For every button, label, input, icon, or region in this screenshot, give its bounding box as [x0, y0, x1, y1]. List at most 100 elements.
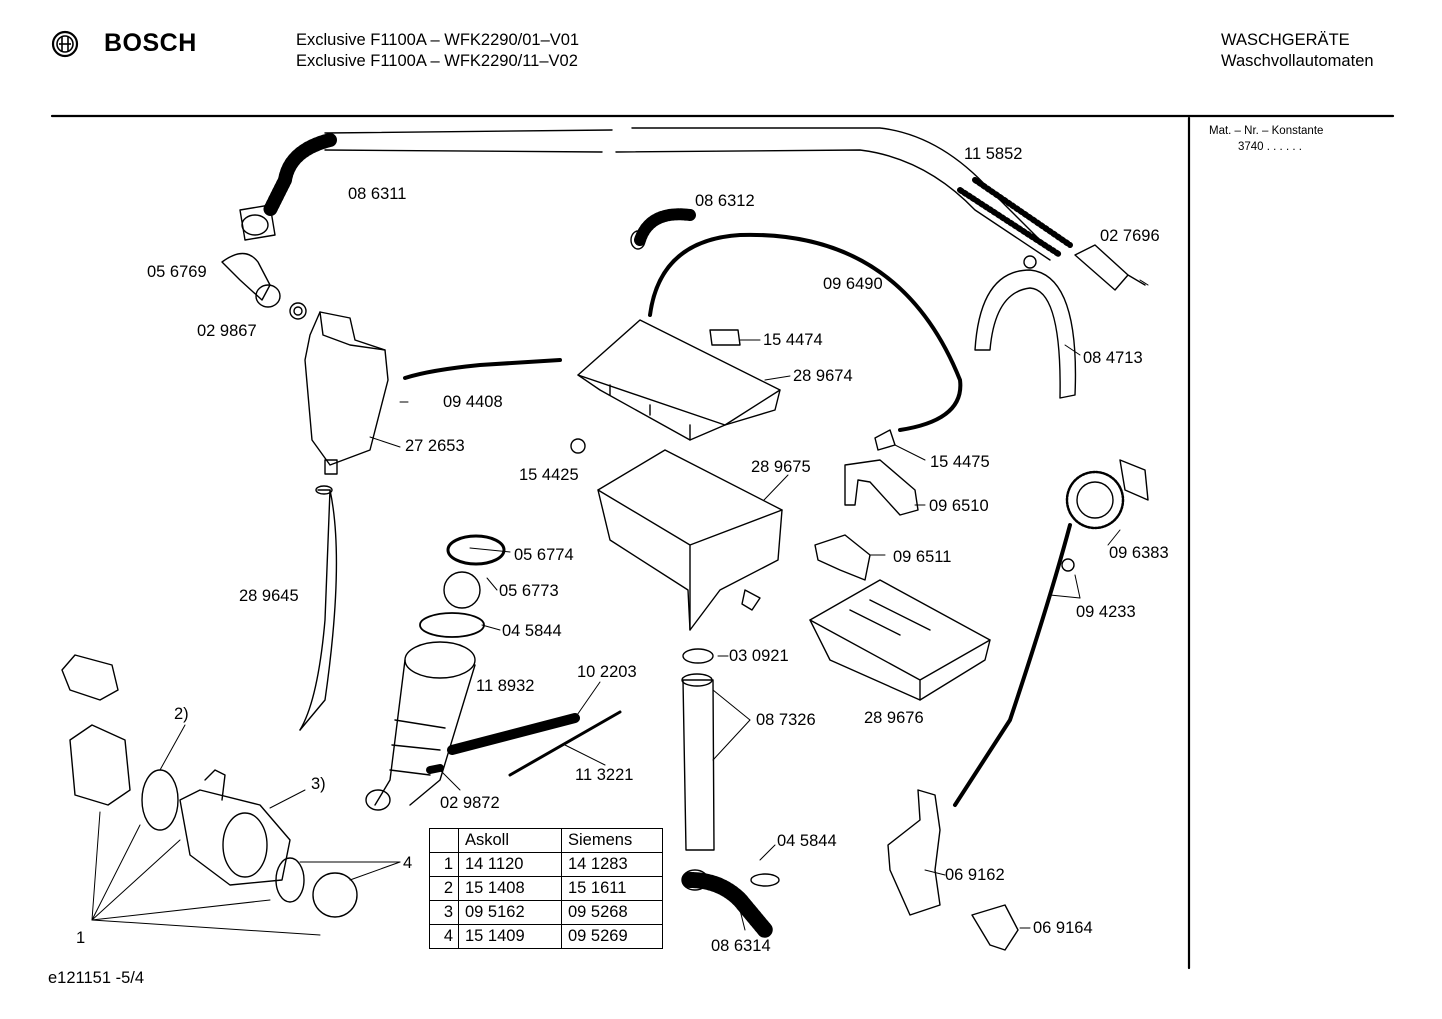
- table-row: 1 14 1120 14 1283: [429, 852, 663, 877]
- part-label: 08 4713: [1083, 349, 1143, 367]
- hose-10-2203: [447, 713, 580, 755]
- supplier-table: Askoll Siemens 1 14 1120 14 1283 2 15 14…: [429, 828, 663, 949]
- fitting-15-4475: [874, 429, 896, 451]
- hose-08-6312: [630, 208, 696, 250]
- table-row: 3 09 5162 09 5268: [429, 900, 663, 925]
- part-label: 27 2653: [405, 437, 465, 455]
- part-label: 11 8932: [476, 677, 535, 695]
- part-label: 02 7696: [1100, 227, 1160, 245]
- connector-15-4425: [570, 438, 586, 454]
- table-cell: 4: [429, 924, 459, 949]
- bracket-06-9162: [887, 789, 941, 916]
- table-cell: 3: [429, 900, 459, 925]
- table-header-row: Askoll Siemens: [429, 828, 663, 853]
- table-cell: 09 5268: [561, 900, 663, 925]
- part-label: 05 6774: [514, 546, 574, 564]
- clip-15-4474: [709, 329, 741, 346]
- seal-05-6774: [446, 534, 506, 566]
- table-cell: 14 1120: [458, 852, 562, 877]
- sidebar-value: 3740 . . . . . .: [1238, 141, 1302, 153]
- standpipe-08-7326: [681, 648, 715, 851]
- part-label: 09 4233: [1076, 603, 1136, 621]
- leader-lines: [91, 279, 1149, 936]
- model-line-1: Exclusive F1100A – WFK2290/01–V01: [296, 31, 580, 49]
- footer-code: e121151 -5/4: [48, 969, 145, 987]
- part-06-9164: [971, 904, 1019, 951]
- hose-08-6311: [239, 133, 337, 241]
- part-label: 09 6383: [1109, 544, 1169, 562]
- table-row: 4 15 1409 09 5269: [429, 924, 663, 949]
- bellows-11-8932: [365, 641, 476, 811]
- table-cell: 09 5162: [458, 900, 562, 925]
- table-cell: 09 5269: [561, 924, 663, 949]
- model-line-2: Exclusive F1100A – WFK2290/11–V02: [296, 52, 578, 70]
- ring-02-9867: [289, 302, 307, 320]
- part-label: 08 7326: [756, 711, 816, 729]
- part-label: 09 6490: [823, 275, 883, 293]
- table-cell: 14 1283: [561, 852, 663, 877]
- part-label: 04 5844: [502, 622, 562, 640]
- table-cell: 2: [429, 876, 459, 901]
- table-cell: 15 1408: [458, 876, 562, 901]
- housing-28-9675: [597, 449, 783, 631]
- part-label: 05 6773: [499, 582, 559, 600]
- rod-11-3221: [508, 710, 622, 777]
- part-label: 28 9674: [793, 367, 853, 385]
- table-header-cell: Askoll: [458, 828, 562, 853]
- drain-hose: [324, 127, 1073, 261]
- reservoir-27-2653: [304, 311, 389, 475]
- hose-09-4233: [953, 523, 1072, 807]
- hose-09-4408: [403, 358, 562, 380]
- callout-label: 2): [174, 705, 189, 723]
- table-cell: 15 1611: [561, 876, 663, 901]
- part-label: 09 6510: [929, 497, 989, 515]
- table-row: 2 15 1408 15 1611: [429, 876, 663, 901]
- table-header-cell: [429, 828, 459, 853]
- pump-assembly: [61, 654, 358, 918]
- part-label: 28 9675: [751, 458, 811, 476]
- part-label: 06 9162: [945, 866, 1005, 884]
- part-label: 11 5852: [964, 145, 1023, 163]
- part-label: 08 6312: [695, 192, 755, 210]
- drawer-28-9676: [809, 579, 991, 701]
- part-label: 11 3221: [575, 766, 634, 784]
- category-line-1: WASCHGERÄTE: [1221, 31, 1350, 49]
- table-header-cell: Siemens: [561, 828, 663, 853]
- part-label: 08 6314: [711, 937, 771, 955]
- cover-28-9674: [577, 319, 781, 441]
- clamp-04-5844: [419, 612, 485, 638]
- part-label: 02 9867: [197, 322, 257, 340]
- bracket-08-4713: [974, 269, 1077, 399]
- bracket-09-6510: [844, 459, 919, 516]
- part-label: 09 6511: [893, 548, 952, 566]
- bosch-logo: [50, 29, 80, 64]
- category-line-2: Waschvollautomaten: [1221, 52, 1374, 70]
- part-label: 08 6311: [348, 185, 407, 203]
- ball-05-6773: [443, 571, 481, 609]
- hose-08-6314: [681, 869, 780, 938]
- part-label: 04 5844: [777, 832, 837, 850]
- part-label: 06 9164: [1033, 919, 1093, 937]
- plug-02-7696: [1074, 244, 1146, 291]
- table-cell: 1: [429, 852, 459, 877]
- part-label: 03 0921: [729, 647, 789, 665]
- elbow-05-6769: [221, 252, 281, 308]
- part-label: 15 4425: [519, 466, 579, 484]
- table-cell: 15 1409: [458, 924, 562, 949]
- hose-09-6490: [648, 232, 963, 432]
- part-label: 28 9645: [239, 587, 299, 605]
- tube-28-9645: [299, 489, 331, 731]
- part-label: 02 9872: [440, 794, 500, 812]
- valve-09-6511: [814, 534, 871, 581]
- callout-label: 1: [76, 929, 86, 947]
- part-label: 05 6769: [147, 263, 207, 281]
- part-label: 28 9676: [864, 709, 924, 727]
- part-label: 15 4475: [930, 453, 990, 471]
- part-label: 15 4474: [763, 331, 823, 349]
- bosch-armature-icon: [51, 30, 79, 58]
- brand-name: BOSCH: [104, 29, 197, 57]
- part-label: 10 2203: [577, 663, 637, 681]
- pressure-switch-09-6383: [1065, 459, 1149, 530]
- callout-label: 3): [311, 775, 326, 793]
- part-label: 09 4408: [443, 393, 503, 411]
